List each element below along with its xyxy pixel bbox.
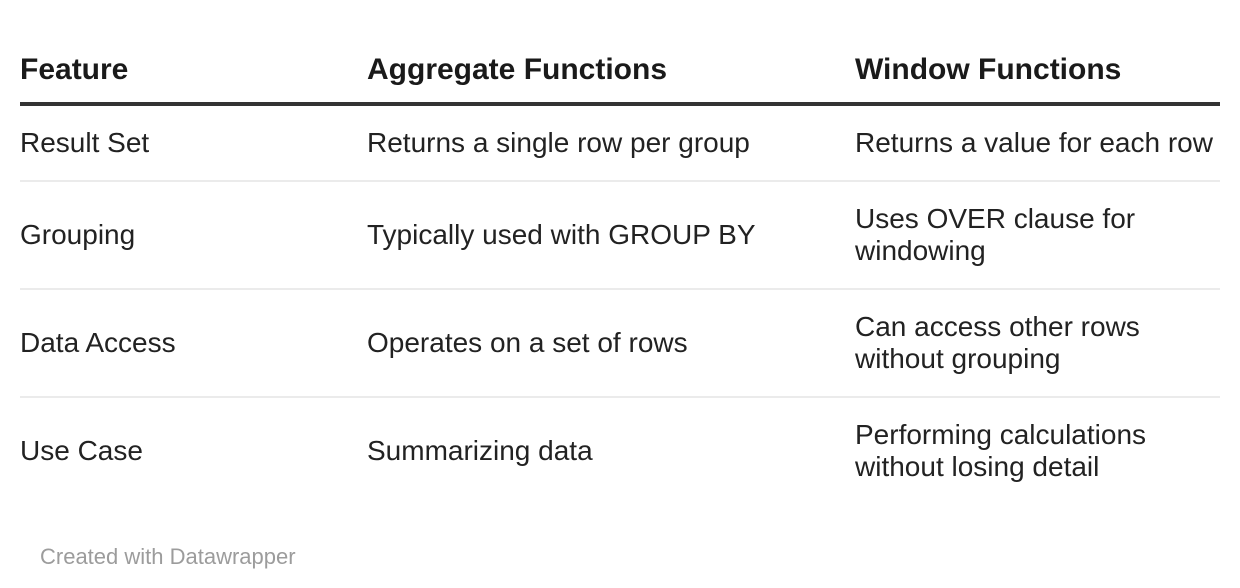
cell-aggregate: Returns a single row per group <box>367 104 855 182</box>
datawrapper-credit-link[interactable]: Created with Datawrapper <box>40 544 296 569</box>
cell-feature: Grouping <box>20 181 367 290</box>
cell-window: Can access other rows without grouping <box>855 289 1220 398</box>
chart-area: Feature Aggregate Functions Window Funct… <box>20 52 1220 569</box>
header-row: Feature Aggregate Functions Window Funct… <box>20 52 1220 106</box>
comparison-table: Feature Aggregate Functions Window Funct… <box>20 52 1220 504</box>
column-header-aggregate-functions: Aggregate Functions <box>367 52 855 106</box>
table-body: Result Set Returns a single row per grou… <box>20 104 1220 504</box>
cell-window: Uses OVER clause for windowing <box>855 181 1220 290</box>
cell-feature: Use Case <box>20 435 143 466</box>
column-header-window-functions: Window Functions <box>855 52 1220 106</box>
column-header-feature: Feature <box>20 52 367 106</box>
table-row: Result Set Returns a single row per grou… <box>20 104 1220 182</box>
table-row: Data Access Operates on a set of rows Ca… <box>20 289 1220 398</box>
table-row: Grouping Typically used with GROUP BY Us… <box>20 181 1220 290</box>
cell-feature: Result Set <box>20 104 367 182</box>
cell-feature: Data Access <box>20 289 367 398</box>
table-header: Feature Aggregate Functions Window Funct… <box>20 52 1220 106</box>
cell-window: Performing calculations without losing d… <box>855 419 1147 482</box>
cell-aggregate: Summarizing data <box>367 435 593 466</box>
cell-window: Returns a value for each row <box>855 104 1220 182</box>
cell-aggregate: Typically used with GROUP BY <box>367 181 855 290</box>
table-row: Use Case Summarizing data Performing cal… <box>20 397 1220 504</box>
cell-aggregate: Operates on a set of rows <box>367 289 855 398</box>
